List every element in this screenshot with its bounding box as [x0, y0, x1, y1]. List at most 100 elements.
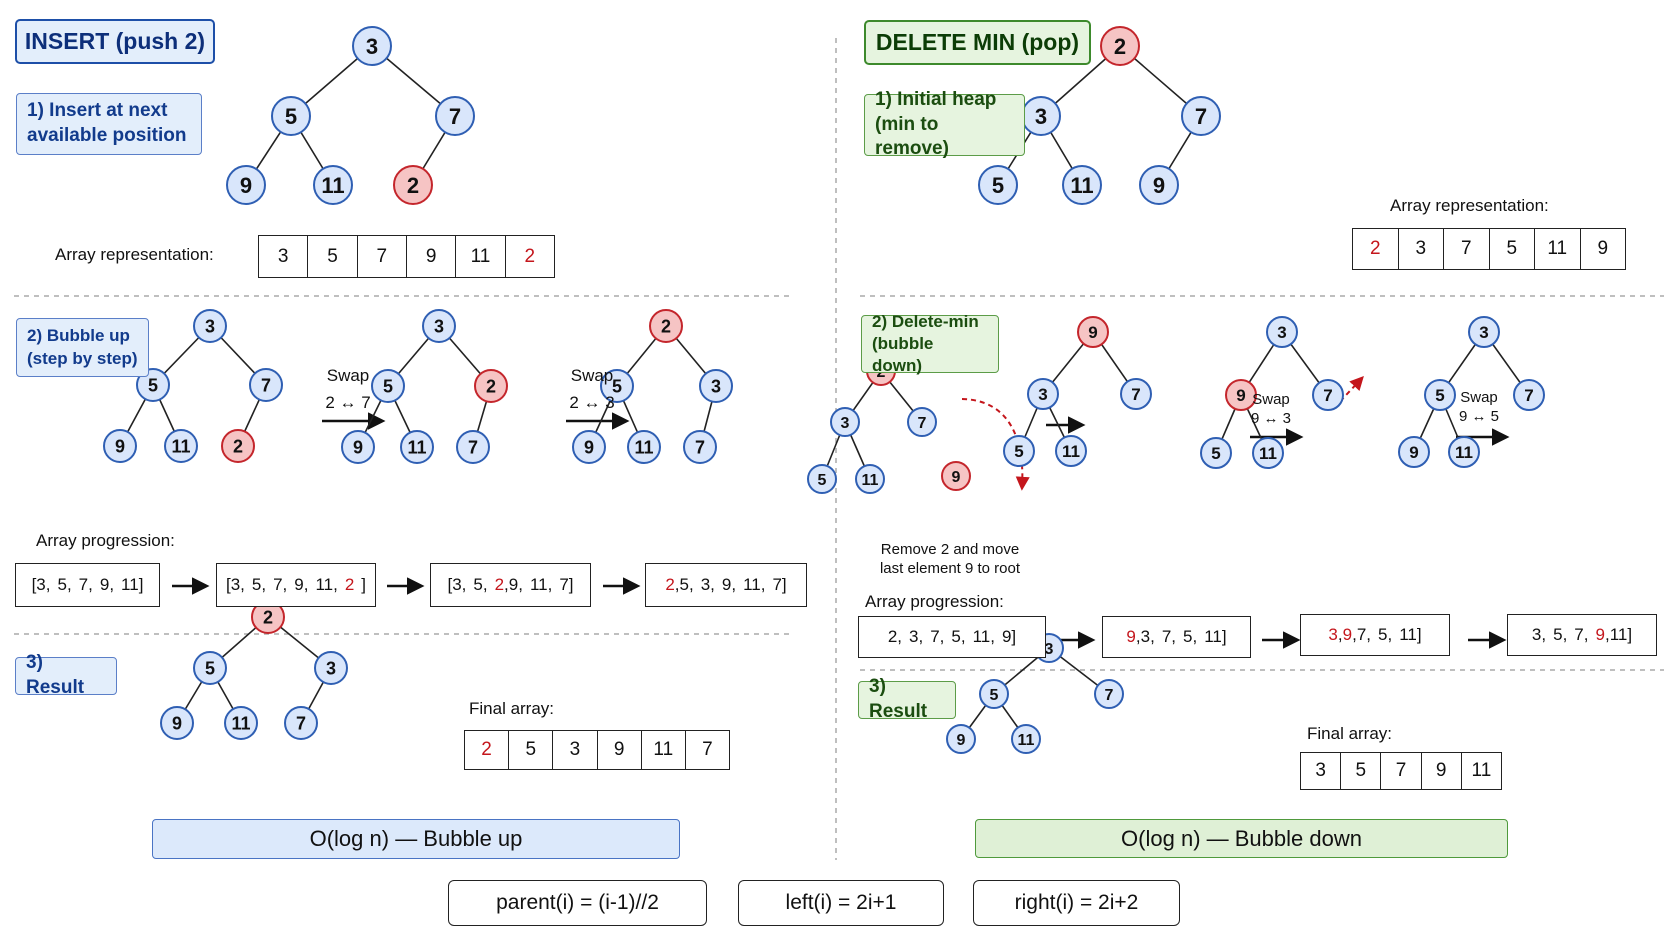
progression-token: ,	[674, 575, 680, 594]
delete-progression-3: 3,5,7,9,11]	[1507, 614, 1657, 656]
tree-node: 5	[371, 369, 405, 403]
progression-token: 5,	[1183, 627, 1198, 646]
tree-node: 9	[946, 724, 976, 754]
node-circle	[371, 369, 405, 403]
swap-label-1: Swap 2 ↔ 7	[318, 365, 378, 414]
tree-node: 7	[1094, 679, 1124, 709]
progression-token: 9	[1595, 625, 1605, 644]
node-value: 3	[205, 316, 215, 336]
node-circle	[160, 706, 194, 740]
node-circle	[164, 429, 198, 463]
insert-progression-2: [3,5,2,9,11,7]	[430, 563, 591, 607]
node-value: 5	[1211, 444, 1220, 463]
progression-token: 11]	[1399, 625, 1422, 644]
tree-node: 7	[435, 96, 475, 136]
tree-node: 7	[1181, 96, 1221, 136]
node-value: 9	[1409, 443, 1418, 462]
progression-token: 2,	[887, 627, 903, 646]
progression-token: 3,	[909, 627, 924, 646]
array-cell: 5	[1341, 753, 1382, 789]
array-cell: 11	[456, 236, 506, 277]
node-value: 7	[1195, 104, 1207, 129]
node-circle	[600, 369, 634, 403]
delete-complexity: O(log n) — Bubble down	[975, 819, 1508, 858]
node-value: 2	[233, 436, 243, 456]
node-circle	[979, 679, 1009, 709]
tree-node: 5	[979, 679, 1009, 709]
tree-node: 5	[600, 369, 634, 403]
node-value: 11	[1018, 732, 1035, 749]
progression-token: 3,	[452, 575, 467, 594]
node-value: 2	[486, 376, 496, 396]
progression-token: 7,	[1356, 625, 1372, 644]
tree-node: 3	[422, 309, 456, 343]
progression-token: 11,	[315, 575, 338, 594]
tree-node: 3	[352, 26, 392, 66]
tree-node: 3	[830, 407, 860, 437]
highlighted-tree-node: 2	[649, 309, 683, 343]
node-value: 11	[634, 437, 653, 457]
progression-token: 3,	[1531, 625, 1547, 644]
array-cell: 3	[553, 731, 598, 769]
progression-token: 5,	[251, 575, 267, 594]
node-value: 5	[383, 376, 393, 396]
node-circle	[1100, 26, 1140, 66]
progression-token: 3,	[36, 575, 51, 594]
progression-token: 3,	[230, 575, 245, 594]
delete-caption: Remove 2 and move last element 9 to root	[879, 541, 1021, 577]
node-circle	[1448, 436, 1480, 468]
highlighted-tree-node: 2	[474, 369, 508, 403]
node-circle	[1513, 379, 1545, 411]
tree-node: 9	[103, 429, 137, 463]
node-circle	[1003, 435, 1035, 467]
tree-node: 11	[1011, 724, 1041, 754]
node-value: 3	[1038, 385, 1047, 404]
array-cell: 3	[1301, 753, 1342, 789]
delete-swap-word-1: Swap	[1252, 391, 1290, 408]
insert-complexity: O(log n) — Bubble up	[152, 819, 680, 859]
tree-node: 9	[226, 165, 266, 205]
node-circle	[699, 369, 733, 403]
node-value: 9	[957, 732, 966, 749]
progression-token: 11,	[529, 575, 553, 594]
progression-token: 9,	[508, 575, 523, 594]
delete-progression-0: 2,3,7,5,11,9]	[858, 616, 1046, 658]
array-cell: 9	[407, 236, 457, 277]
progression-token: 7,	[930, 627, 945, 646]
node-circle	[855, 464, 885, 494]
node-value: 7	[1105, 687, 1114, 704]
node-circle	[393, 165, 433, 205]
node-value: 5	[992, 173, 1004, 198]
progression-token: 5,	[57, 575, 72, 594]
node-circle	[456, 430, 490, 464]
node-circle	[352, 26, 392, 66]
node-value: 7	[296, 713, 306, 733]
delete-swap-label-1: Swap 9 ↔ 3	[1243, 391, 1299, 429]
node-circle	[193, 651, 227, 685]
array-cell: 7	[1444, 229, 1490, 269]
node-value: 7	[1323, 386, 1332, 405]
progression-token: ,	[1604, 625, 1610, 644]
tree-node: 11	[164, 429, 198, 463]
progression-token: 2	[494, 575, 505, 594]
insert-step2-label: 2) Bubble up (step by step)	[16, 318, 149, 377]
array-cell: 11	[1471, 760, 1492, 781]
insert-progression-label: Array progression:	[36, 531, 175, 550]
node-value: 3	[366, 34, 378, 59]
node-circle	[830, 407, 860, 437]
highlighted-tree-node: 2	[221, 429, 255, 463]
node-circle	[978, 165, 1018, 205]
insert-final-label: Final array:	[469, 699, 555, 718]
node-circle	[271, 96, 311, 136]
node-value: 2	[661, 316, 671, 336]
tree-node: 7	[1120, 378, 1152, 410]
node-value: 9	[172, 713, 182, 733]
tree-node: 11	[1252, 437, 1284, 469]
tree-node: 3	[1468, 316, 1500, 348]
